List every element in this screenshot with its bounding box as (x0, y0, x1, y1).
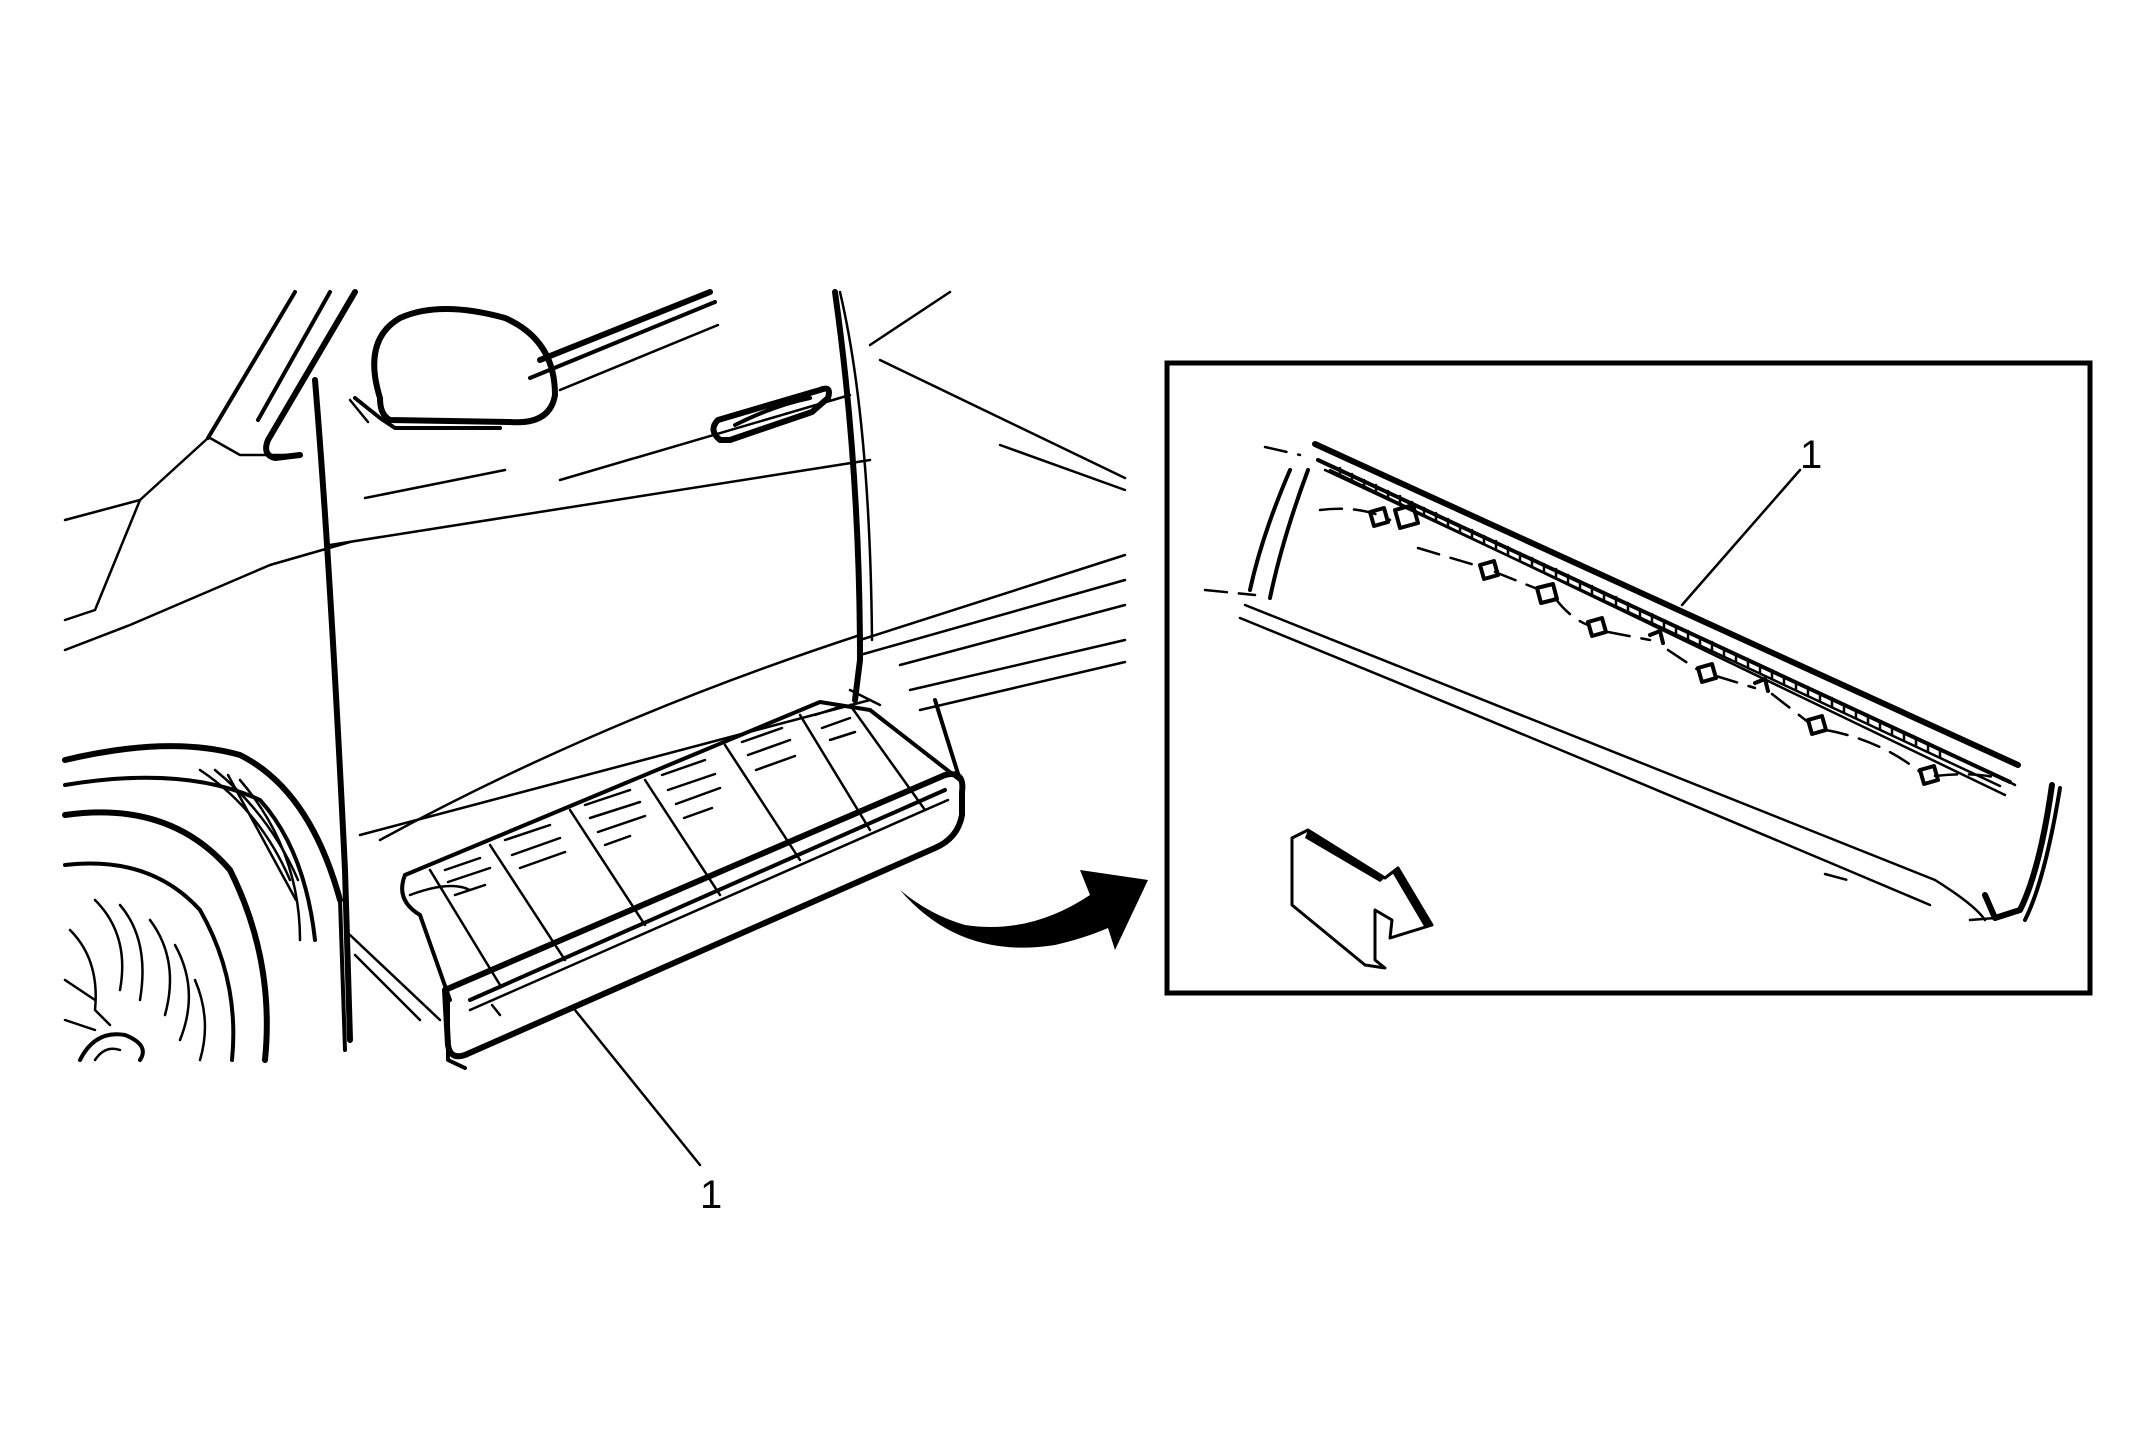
detail-view: 1 (1164, 360, 2093, 996)
removal-direction-arrow-icon (1290, 828, 1434, 970)
callout-1-detail: 1 (1680, 433, 1822, 607)
callout-1-detail-label: 1 (1800, 433, 1822, 477)
front-wheel (62, 768, 302, 1063)
step-tread-marks (443, 704, 857, 897)
callout-1-main: 1 (573, 1008, 722, 1217)
retainer-clip-track (1323, 466, 2002, 788)
retainer-clips (1368, 503, 1940, 786)
vehicle-side-view (62, 289, 1127, 1063)
detail-frame (1164, 360, 2093, 996)
rocker-molding-step (400, 688, 966, 1070)
door-handle (710, 385, 832, 443)
callout-1-main-label: 1 (700, 1173, 722, 1217)
detail-view-arrow-icon (900, 870, 1148, 950)
side-mirror (348, 306, 558, 430)
